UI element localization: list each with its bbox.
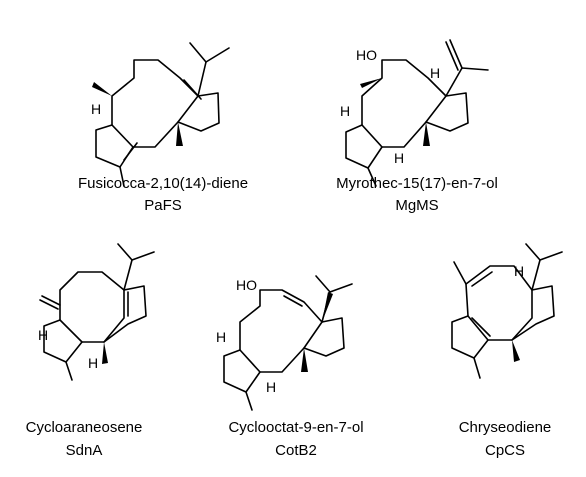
atom-label-h: H (216, 329, 226, 345)
compound-name: Myrothec-15(17)-en-7-ol (336, 175, 498, 192)
structure-4-bonds (223, 275, 353, 411)
structure-5-bonds (451, 243, 563, 379)
structure-1: H Fusicocca-2,10(14)-diene PaFS (78, 42, 248, 214)
atom-label-ho: HO (356, 47, 377, 63)
wedge-bond (301, 348, 308, 372)
structure-3: H H Cycloaraneosene SdnA (26, 243, 155, 459)
compound-name: Fusicocca-2,10(14)-diene (78, 175, 248, 192)
structure-2: HO H H H Myrothec-15(17)-en-7-ol MgMS (336, 39, 498, 214)
wedge-bond (512, 340, 520, 362)
enzyme-name: MgMS (395, 197, 438, 214)
wedge-bond (322, 292, 333, 322)
structure-5: H Chryseodiene CpCS (451, 243, 563, 459)
wedge-bond (92, 82, 112, 96)
wedge-bond (176, 122, 183, 146)
atom-label-h: H (430, 65, 440, 81)
enzyme-name: SdnA (66, 442, 103, 459)
enzyme-name: PaFS (144, 197, 182, 214)
atom-label-ho: HO (236, 277, 257, 293)
enzyme-name: CpCS (485, 442, 525, 459)
compound-name: Cyclooctat-9-en-7-ol (228, 419, 363, 436)
enzyme-name: CotB2 (275, 442, 317, 459)
atom-label-h: H (394, 150, 404, 166)
atom-label-h: H (266, 379, 276, 395)
structure-3-bonds (39, 243, 155, 381)
atom-label-h: H (514, 263, 524, 279)
atom-label-h: H (340, 103, 350, 119)
structure-4: HO H H Cyclooctat-9-en-7-ol CotB2 (216, 275, 364, 459)
structure-2-bonds (345, 39, 489, 187)
atom-label-h: H (91, 101, 101, 117)
wedge-bond (423, 122, 430, 146)
atom-label-h: H (88, 355, 98, 371)
compound-name: Chryseodiene (459, 419, 552, 436)
wedge-bond (102, 342, 108, 364)
compound-name: Cycloaraneosene (26, 419, 143, 436)
atom-label-h: H (38, 327, 48, 343)
structure-1-bonds (95, 42, 230, 187)
wedge-bond (360, 78, 382, 88)
